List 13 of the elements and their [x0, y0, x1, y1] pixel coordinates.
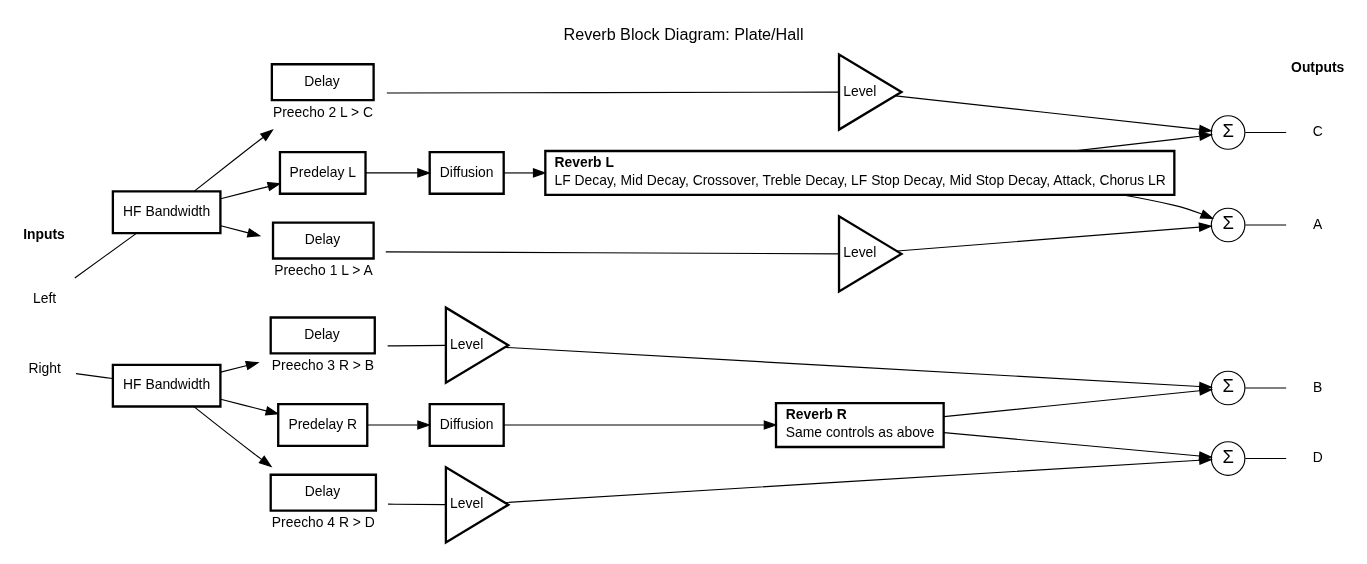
label: Inputs [23, 225, 65, 242]
node-text: Left [33, 289, 57, 306]
diagram-title: Reverb Block Diagram: Plate/Hall [563, 24, 804, 43]
node-label: Preecho 1 L > A [274, 261, 373, 278]
node-text: Right [28, 359, 61, 376]
node-text: C [1312, 122, 1323, 139]
node-label: Preecho 2 L > C [273, 103, 374, 120]
node-text: D [1312, 448, 1323, 465]
label: Outputs [1291, 58, 1345, 75]
node-label: Preecho 4 R > D [271, 513, 375, 530]
node-text: B [1313, 378, 1323, 395]
node-label: Preecho 3 R > B [271, 356, 374, 373]
node-text: A [1313, 215, 1323, 232]
